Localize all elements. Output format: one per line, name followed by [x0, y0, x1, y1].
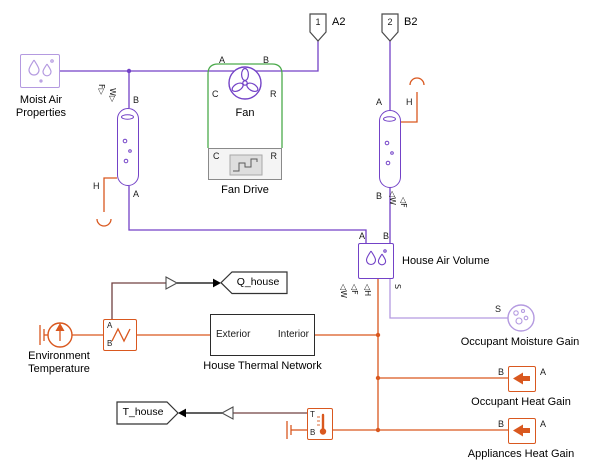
moist-air-droplets-icon: [28, 59, 54, 83]
heat-flow-sensor-port-b-label: B: [107, 339, 113, 348]
junction-dot-moist-air: [126, 68, 132, 74]
wire-supply-pipe-h[interactable]: [103, 177, 117, 212]
fan-drive-label: Fan Drive: [221, 184, 269, 196]
wire-supply-pipe-a-to-hav-a[interactable]: [128, 186, 367, 243]
supply-pipe-port-a-label: A: [133, 189, 140, 199]
moist-air-properties-label: Moist Air Properties: [15, 94, 67, 119]
moisture-gain-port-s-label: S: [495, 304, 502, 314]
arrowhead-q-house-icon: [213, 278, 221, 288]
moist-air-properties-block[interactable]: [20, 54, 60, 88]
supply-pipe-port-h-label: H: [93, 181, 100, 191]
fan-port-r-label: R: [270, 89, 277, 99]
fan-drive-port-c-label: C: [213, 151, 220, 161]
port-b2-label: B2: [404, 16, 418, 28]
return-pipe-port-f-label: ◁F: [399, 197, 408, 208]
q-house-tag[interactable]: Q_house: [219, 271, 289, 295]
occupant-heat-gain-port-b-label: B: [498, 367, 505, 377]
ps-simulink-converter-q-icon[interactable]: [165, 276, 179, 290]
port-a2-label: A2: [332, 16, 346, 28]
occupant-heat-gain-port-a-label: A: [540, 367, 547, 377]
supply-pipe-icon: [121, 114, 134, 164]
wire-return-pipe-h[interactable]: [401, 92, 418, 123]
thermometer-icon: [317, 413, 327, 435]
junction-dot-thermal-3: [375, 427, 381, 433]
appliances-heat-gain-block[interactable]: [508, 418, 536, 444]
house-air-volume-block[interactable]: [358, 243, 394, 279]
return-pipe-port-a-label: A: [376, 97, 383, 107]
fan-drive-icon: [229, 154, 263, 176]
temp-sensor-port-b-label: B: [310, 428, 316, 437]
junction-dot-thermal-1: [375, 332, 381, 338]
wire-fan-shaft-to-fan-drive[interactable]: [207, 63, 283, 148]
moisture-droplets-icon: [513, 308, 529, 325]
return-pipe-port-h-label: H: [406, 97, 413, 107]
house-thermal-network-label: House Thermal Network: [203, 360, 322, 372]
fan-port-b-label: B: [263, 55, 270, 65]
insulation-cap-bottom-icon[interactable]: [96, 218, 112, 227]
fan-port-a-label: A: [219, 55, 226, 65]
port-b2-pentagon-icon: [381, 13, 399, 42]
port-a2-pentagon-icon: [309, 13, 327, 42]
return-pipe-port-b-label: B: [376, 191, 383, 201]
return-pipe-block[interactable]: [379, 110, 401, 188]
insulation-cap-top-icon[interactable]: [409, 77, 425, 86]
hav-port-s-label: S: [393, 284, 402, 290]
return-pipe-icon: [383, 116, 396, 166]
hav-port-f-label: ◁F: [350, 284, 359, 295]
connection-port-a2[interactable]: 1: [308, 13, 328, 43]
supply-pipe-block[interactable]: [117, 108, 139, 186]
fan-icon[interactable]: [228, 66, 262, 100]
port-a2-number: 1: [315, 17, 321, 27]
arrowhead-t-house-icon: [178, 408, 186, 418]
supply-pipe-port-b-label: B: [133, 95, 140, 105]
t-house-tag-shape-icon: [116, 401, 179, 425]
hav-port-h-label: ◁H: [363, 284, 372, 297]
fan-port-c-label: C: [212, 89, 219, 99]
junction-dot-thermal-2: [375, 375, 381, 381]
wire-hav-s-to-moisture-gain[interactable]: [389, 279, 508, 319]
wire-fan-b-to-port-a2[interactable]: [256, 41, 319, 72]
appliances-heat-gain-label: Appliances Heat Gain: [467, 448, 575, 460]
temp-sensor-port-t-label: T: [310, 410, 315, 419]
occupant-moisture-gain-label: Occupant Moisture Gain: [460, 336, 580, 348]
port-b2-number: 2: [387, 17, 393, 27]
connection-port-b2[interactable]: 2: [380, 13, 400, 43]
hav-port-b-label: B: [383, 231, 390, 241]
house-air-volume-label: House Air Volume: [402, 255, 490, 267]
hav-port-a-label: A: [359, 231, 366, 241]
heat-flow-sensor-port-a-label: A: [107, 321, 113, 330]
appliances-heat-gain-port-b-label: B: [498, 419, 505, 429]
t-house-tag[interactable]: T_house: [116, 401, 180, 425]
house-air-volume-droplets-icon: [365, 249, 387, 266]
fan-label: Fan: [235, 107, 255, 119]
supply-pipe-port-w-label: W▷: [108, 88, 117, 103]
htn-exterior-port-label: Exterior: [216, 329, 251, 340]
supply-pipe-port-f-label: F▷: [97, 84, 106, 95]
fan-drive-port-r-label: R: [270, 151, 278, 161]
ps-simulink-converter-t-icon[interactable]: [220, 406, 234, 420]
q-house-label: Q_house: [236, 276, 280, 288]
appliances-heat-gain-port-a-label: A: [540, 419, 547, 429]
heat-source-arrow-icon: [513, 424, 530, 437]
hav-port-w-label: ◁W: [339, 284, 348, 299]
occupant-heat-gain-label: Occupant Heat Gain: [471, 396, 571, 408]
env-arrow-head-icon: [55, 323, 65, 331]
house-thermal-network-block[interactable]: Exterior Interior: [210, 314, 315, 356]
temperature-sensor-block[interactable]: T B: [307, 408, 333, 440]
occupant-moisture-gain-icon[interactable]: [507, 304, 535, 332]
fan-drive-block[interactable]: C R: [208, 148, 282, 180]
environment-temperature-label: Environment Temperature: [28, 350, 90, 375]
return-pipe-port-w-label: ◁W: [388, 191, 397, 206]
heat-flow-sensor-icon: [111, 327, 131, 343]
heat-source-arrow-icon: [513, 372, 530, 385]
htn-interior-port-label: Interior: [277, 329, 309, 340]
fan-blades-icon: [231, 67, 259, 93]
occupant-heat-gain-block[interactable]: [508, 366, 536, 392]
t-house-label: T_house: [122, 406, 164, 418]
wire-heat-sensor-to-converter[interactable]: [111, 282, 166, 319]
heat-flow-sensor-block[interactable]: A B: [103, 319, 137, 351]
q-house-tag-shape-icon: [220, 271, 288, 295]
